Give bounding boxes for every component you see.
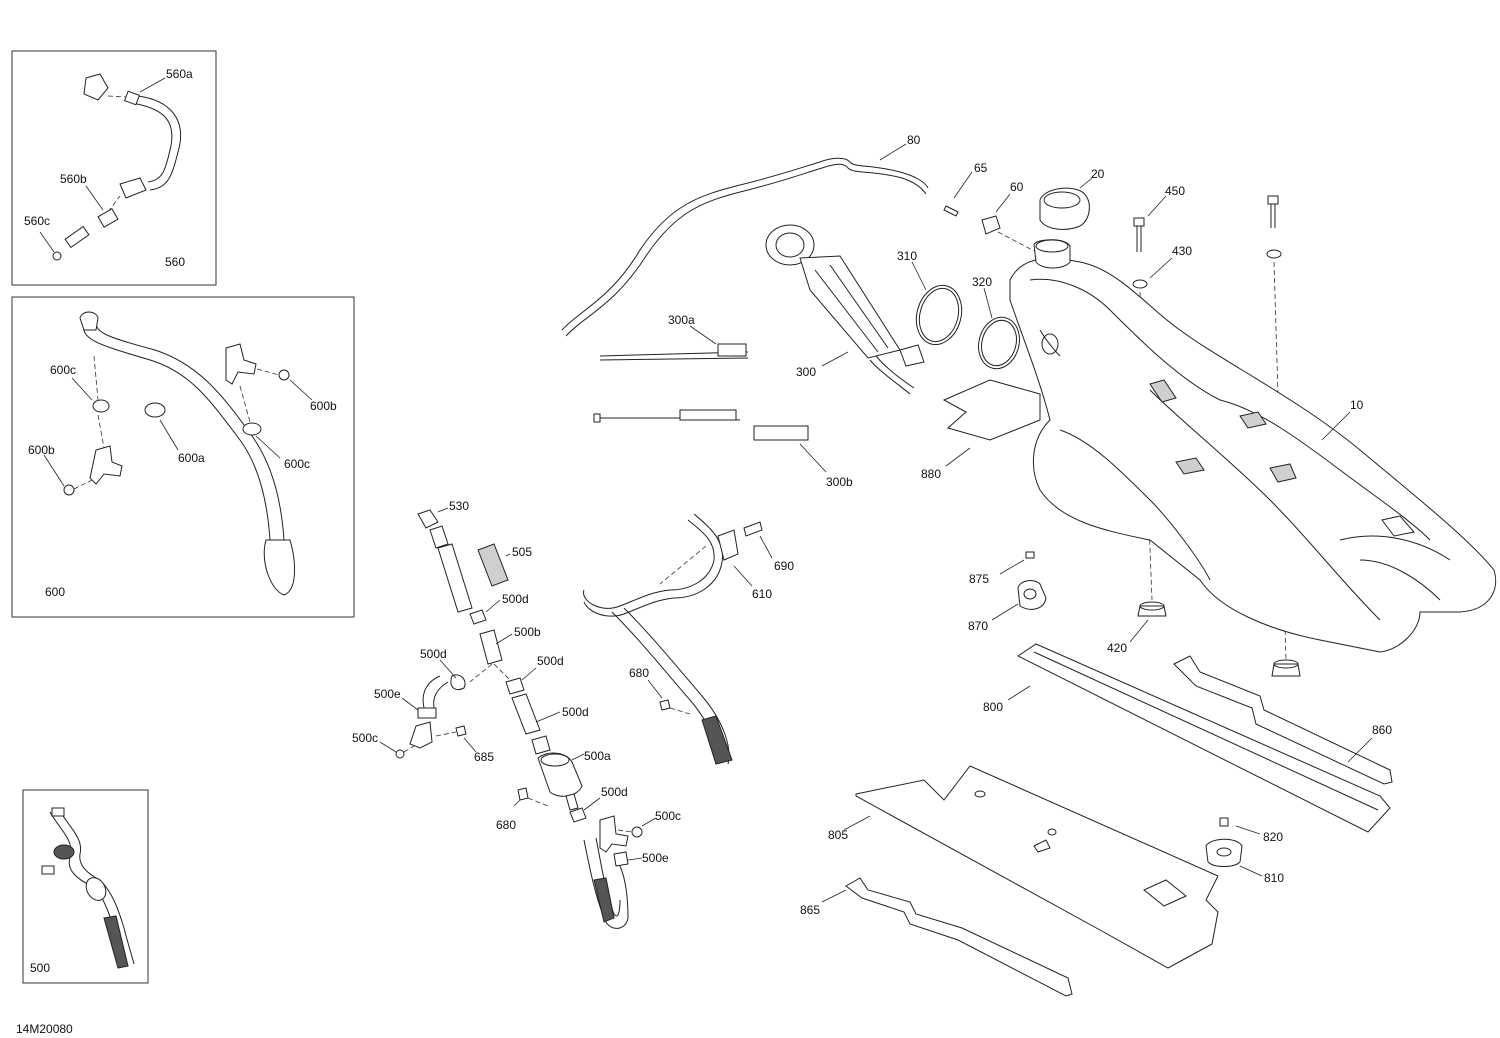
callout-680-2: 680	[629, 666, 649, 680]
callout-500d-2: 500d	[537, 654, 564, 668]
callout-685: 685	[474, 750, 494, 764]
callout-870: 870	[968, 619, 988, 633]
callout-860: 860	[1372, 723, 1392, 737]
inset-500: 500	[22, 789, 149, 984]
callout-560b: 560b	[60, 172, 87, 186]
diagram-id: 14M20080	[16, 1022, 73, 1036]
callout-530: 530	[449, 499, 469, 513]
callout-690: 690	[774, 559, 794, 573]
bumpers-420: 420	[1107, 601, 1301, 677]
fuel-tank-10: 10	[1009, 239, 1497, 653]
callout-20: 20	[1091, 167, 1105, 181]
callout-500b: 500b	[514, 625, 541, 639]
callout-10: 10	[1350, 398, 1364, 412]
inset-600: 600c 600b 600b 600a 600c 600	[11, 296, 355, 618]
seal-rings: 310 320	[897, 249, 1020, 370]
vent-line-80: 80	[561, 133, 929, 337]
callout-450: 450	[1165, 184, 1185, 198]
callout-600b-left: 600b	[28, 443, 55, 457]
callout-805: 805	[828, 828, 848, 842]
skid-plate-805: 805	[828, 765, 1219, 969]
bracket-865: 865	[800, 877, 1073, 997]
float-arm-300b: 300b	[593, 409, 853, 489]
inset-560: 560a 560b 560c 560	[11, 50, 217, 286]
callout-500d-3: 500d	[420, 647, 447, 661]
callout-500d-5: 500d	[601, 785, 628, 799]
callout-680-1: 680	[496, 818, 516, 832]
callout-500c-1: 500c	[352, 731, 378, 745]
callout-420: 420	[1107, 641, 1127, 655]
callout-600b-right: 600b	[310, 399, 337, 413]
bracket-860: 860	[1173, 655, 1393, 785]
callout-300: 300	[796, 365, 816, 379]
callout-430: 430	[1172, 244, 1192, 258]
callout-500c-2: 500c	[655, 809, 681, 823]
callout-880: 880	[921, 467, 941, 481]
cap-and-fittings: 65 60 20	[943, 161, 1105, 255]
inset-label-600: 600	[45, 585, 65, 599]
callout-875: 875	[969, 572, 989, 586]
inset-label-560: 560	[165, 255, 185, 269]
callout-500d-4: 500d	[562, 705, 589, 719]
callout-560c: 560c	[24, 214, 50, 228]
callout-500a: 500a	[584, 749, 611, 763]
callout-300a: 300a	[668, 313, 695, 327]
callout-810: 810	[1264, 871, 1284, 885]
callout-505: 505	[512, 545, 532, 559]
callout-560a: 560a	[166, 67, 193, 81]
heat-shield-800: 800	[983, 643, 1391, 833]
callout-310: 310	[897, 249, 917, 263]
callout-800: 800	[983, 700, 1003, 714]
callout-80: 80	[907, 133, 921, 147]
fuel-line-500: 530 505 500d 500b 500d 500d 500e 500c	[352, 499, 681, 929]
callout-320: 320	[972, 275, 992, 289]
callout-500e-1: 500e	[374, 687, 401, 701]
callout-865: 865	[800, 903, 820, 917]
callout-65: 65	[974, 161, 988, 175]
callout-820: 820	[1263, 830, 1283, 844]
callout-500e-2: 500e	[642, 851, 669, 865]
hose-610: 690 610 680	[583, 513, 794, 765]
clip-870: 875 870	[968, 551, 1047, 633]
callout-610: 610	[752, 587, 772, 601]
inset-label-500: 500	[30, 961, 50, 975]
pad-880: 880	[921, 379, 1041, 481]
callout-500d-1: 500d	[502, 592, 529, 606]
callout-600a: 600a	[178, 451, 205, 465]
fuel-pump-300: 300	[765, 224, 925, 395]
level-sender-300a: 300a	[599, 313, 749, 361]
callout-600c-left: 600c	[50, 363, 76, 377]
callout-600c-right: 600c	[284, 457, 310, 471]
callout-60: 60	[1010, 180, 1024, 194]
callout-300b: 300b	[826, 475, 853, 489]
clip-810: 820 810	[1205, 817, 1284, 885]
